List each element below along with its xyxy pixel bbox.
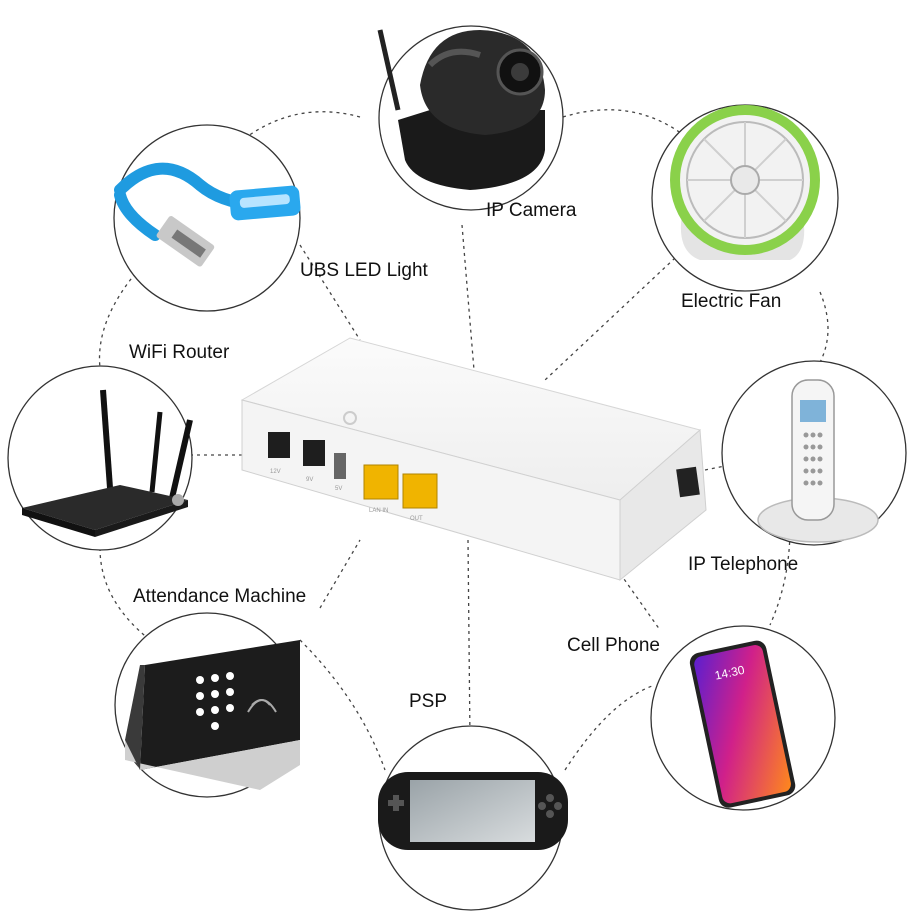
cell-phone-icon: 14:30	[689, 640, 796, 808]
spoke-attendance	[319, 539, 361, 609]
label-electric-fan: Electric Fan	[681, 291, 782, 312]
spoke-electric-fan	[544, 257, 676, 381]
lan-in-port	[363, 464, 399, 500]
ring-arc	[564, 684, 656, 771]
dc-port-9v	[303, 440, 325, 466]
ip-telephone-icon	[757, 379, 879, 543]
electric-fan-icon	[670, 105, 820, 260]
dc-port-12v	[268, 432, 290, 458]
label-attendance-machine: Attendance Machine	[133, 586, 307, 607]
label-cell-phone: Cell Phone	[567, 635, 660, 656]
attendance-machine-icon	[125, 640, 300, 790]
ring-arc	[562, 109, 691, 141]
wifi-router-icon	[22, 389, 193, 537]
ring-arc	[99, 547, 151, 641]
label-psp: PSP	[409, 691, 448, 712]
spoke-usb-light	[299, 244, 361, 341]
ring-arc	[98, 267, 141, 369]
usb-light-icon	[114, 162, 301, 267]
label-ip-camera: IP Camera	[486, 200, 577, 221]
ups-device-icon: 12V 9V 5V LAN IN OUT	[240, 337, 707, 582]
port-label-9v: 9V	[306, 477, 313, 483]
ring-arc	[769, 527, 791, 626]
lan-out-port	[402, 473, 438, 509]
label-ip-telephone: IP Telephone	[688, 554, 799, 575]
ring-arc	[299, 639, 386, 771]
spoke-ip-camera	[461, 224, 475, 371]
phone-time: 14:30	[713, 663, 746, 683]
ring-arc	[214, 111, 361, 166]
usb-port-5v	[334, 453, 346, 479]
port-label-lan-in: LAN IN	[369, 508, 388, 514]
psp-icon	[378, 772, 568, 850]
label-usb-led-light: UBS LED Light	[300, 260, 428, 281]
spoke-psp	[467, 539, 471, 741]
port-label-out: OUT	[410, 516, 423, 522]
port-label-12v: 12V	[270, 469, 281, 475]
spoke-cell-phone	[599, 544, 661, 631]
port-label-5v: 5V	[335, 486, 342, 492]
label-wifi-router: WiFi Router	[129, 342, 230, 363]
ip-camera-icon	[377, 29, 545, 190]
